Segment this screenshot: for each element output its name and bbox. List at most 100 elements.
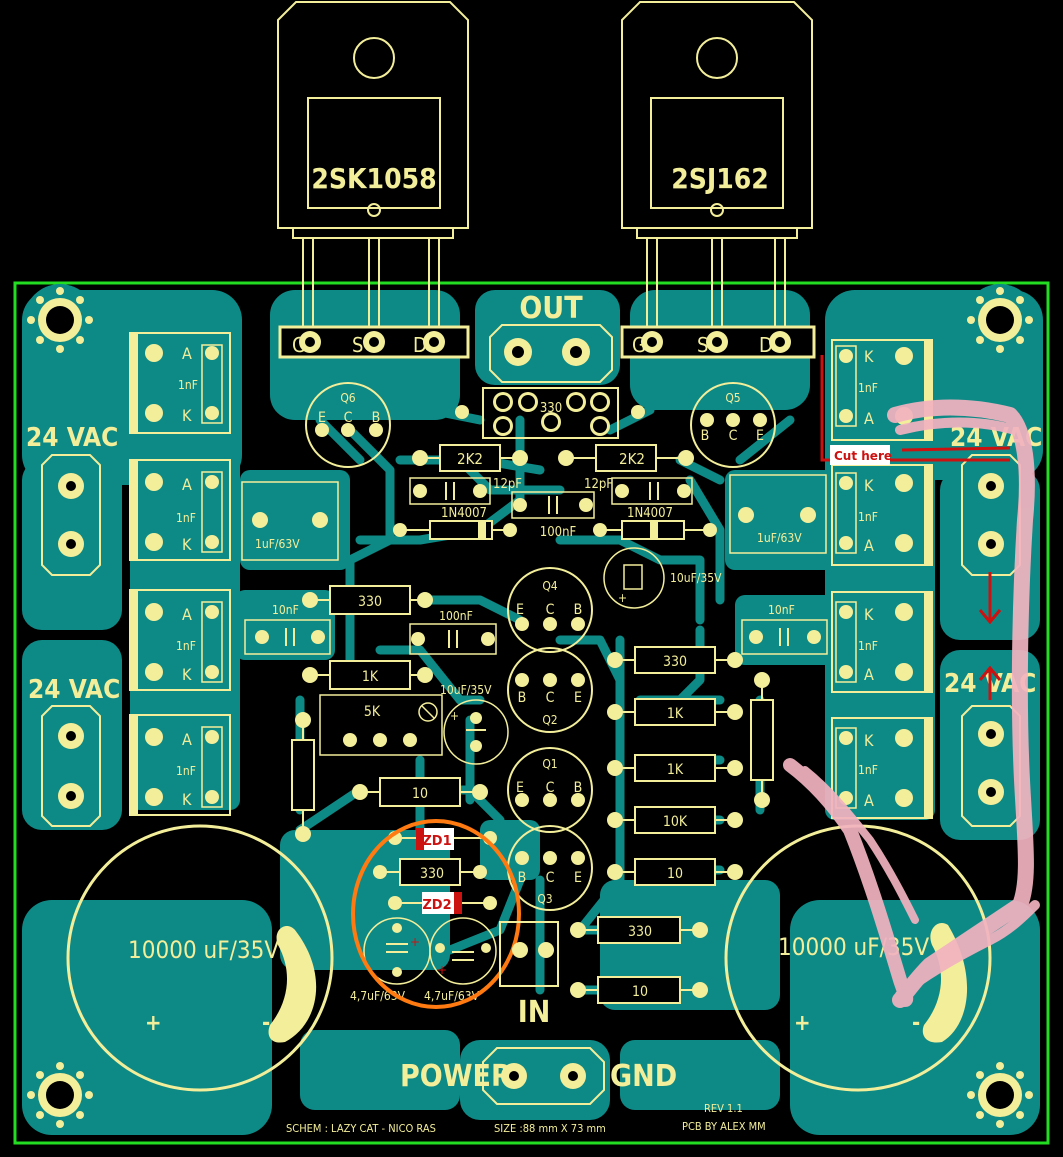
c12pf-label: 12pF xyxy=(584,477,613,492)
transistor-q4: Q4 E C B xyxy=(507,567,593,653)
mosfet-left-pins: G S D xyxy=(278,325,470,359)
pin-label: E xyxy=(574,690,582,706)
pin-label: C xyxy=(546,690,555,706)
gnd-label: GND xyxy=(610,1059,677,1094)
mosfet-left-label: 2SK1058 xyxy=(311,162,436,195)
q2-label: Q2 xyxy=(542,713,557,727)
cap-1nf-label: 1nF xyxy=(178,378,198,392)
cathode-label: K xyxy=(864,731,874,750)
pin-label: B xyxy=(574,780,583,796)
resistor-10-r: 10 xyxy=(607,858,743,886)
board-size: SIZE :88 mm X 73 mm xyxy=(494,1122,606,1135)
cap-1nf-label: 1nF xyxy=(176,639,196,653)
pin-label: C xyxy=(546,870,555,886)
r330-top-label: 330 xyxy=(540,401,562,416)
pin-label: E xyxy=(574,870,582,886)
cap-1uf-left: 1uF/63V xyxy=(241,481,339,561)
cap-100nf-mid: 100nF xyxy=(511,491,595,540)
q6-label: Q6 xyxy=(340,391,355,405)
anode-label: A xyxy=(864,409,874,428)
r1k-label: 1K xyxy=(667,706,684,722)
zd2-label: ZD2 xyxy=(422,898,451,913)
q3-label: Q3 xyxy=(537,892,552,906)
pcb-credit: PCB BY ALEX MM xyxy=(682,1120,766,1133)
transistor-q5: Q5 B C E xyxy=(690,382,776,468)
pin-label: B xyxy=(518,870,527,886)
c1uf-label: 1uF/63V xyxy=(255,537,300,551)
bigcap-label: 10000 uF/35V xyxy=(128,936,279,964)
pin-label: C xyxy=(729,428,738,444)
resistor-330-left: 330 xyxy=(302,585,433,615)
diode-snubber-right: K A 1nF K A 1nF K A 1nF xyxy=(831,339,933,819)
d1n4007-label: 1N4007 xyxy=(627,506,673,521)
cut-here-label: Cut here xyxy=(834,449,892,463)
cap-100nf-left: 100nF xyxy=(409,609,497,655)
mosfet-2sk1058: 2SK1058 xyxy=(277,1,469,337)
diode-snubber-left: A K 1nF A K 1nF A K 1nF xyxy=(129,332,231,816)
q1-label: Q1 xyxy=(542,757,557,771)
c100nf-label: 100nF xyxy=(439,609,473,623)
pin-g-label: G xyxy=(292,333,306,357)
cathode-label: K xyxy=(864,347,874,366)
cathode-label: K xyxy=(182,665,192,684)
svg-text:+: + xyxy=(618,591,627,605)
anode-label: A xyxy=(182,605,192,624)
svg-text:+: + xyxy=(410,935,420,949)
resistor-2k2-right: 2K2 xyxy=(558,444,694,472)
cap-1nf-label: 1nF xyxy=(858,381,878,395)
r10k-label: 10K xyxy=(663,814,688,830)
resistor-10-left: 10 xyxy=(352,777,488,807)
pin-s-label: S xyxy=(352,333,363,357)
pin-label: E xyxy=(516,602,524,618)
c100nf-label: 100nF xyxy=(540,525,577,540)
bigcap-label: 10000 uF/35V xyxy=(778,933,929,961)
pin-d-label: D xyxy=(759,333,773,357)
r10-label: 10 xyxy=(632,984,648,1000)
mosfet-right-pins: G S D xyxy=(620,325,816,359)
pin-label: C xyxy=(546,780,555,796)
cap-1uf-right: 1uF/63V xyxy=(729,474,827,554)
resistor-1k-left: 1K xyxy=(302,660,433,690)
c10uf-label: 10uF/35V xyxy=(670,571,722,585)
r2k2-label: 2K2 xyxy=(619,450,645,468)
pin-label: C xyxy=(546,602,555,618)
vac-connector-left-bottom: 24 VAC xyxy=(28,675,120,827)
minus-label: - xyxy=(912,1011,920,1036)
resistor-vertical-left xyxy=(291,712,315,842)
cap-1nf-label: 1nF xyxy=(858,639,878,653)
revision: REV 1.1 xyxy=(704,1102,743,1115)
resistor-330-bottom: 330 xyxy=(570,916,708,944)
r10-label: 10 xyxy=(667,866,683,882)
r330-label: 330 xyxy=(663,654,687,670)
board-outline xyxy=(13,281,1050,1145)
zd1-label: ZD1 xyxy=(422,834,451,849)
trimmer-label: 5K xyxy=(364,704,381,720)
pin-label: E xyxy=(318,410,326,426)
pink-marker-scribble xyxy=(783,399,1040,1008)
anode-label: A xyxy=(864,791,874,810)
schem-credit: SCHEM : LAZY CAT - NICO RAS xyxy=(286,1122,436,1135)
resistor-10k: 10K xyxy=(607,806,743,834)
r330-label: 330 xyxy=(628,924,652,940)
pin-g-label: G xyxy=(632,333,646,357)
cap-1nf-label: 1nF xyxy=(176,511,196,525)
in-connector: IN xyxy=(499,921,559,1030)
svg-text:+: + xyxy=(437,963,447,977)
cap-10nf-right: 10nF xyxy=(741,603,828,655)
mosfet-right-label: 2SJ162 xyxy=(671,162,769,195)
vac-label: 24 VAC xyxy=(26,423,118,453)
cap-1nf-label: 1nF xyxy=(858,510,878,524)
trimmer-5k: 5K xyxy=(319,694,443,756)
diode-1n4007-left: 1N4007 xyxy=(393,506,517,540)
c10nf-label: 10nF xyxy=(768,603,795,617)
diode-1n4007-right: 1N4007 xyxy=(593,506,717,540)
pin-label: E xyxy=(516,780,524,796)
r330-label: 330 xyxy=(420,866,444,882)
c10uf-label: 10uF/35V xyxy=(440,683,492,697)
resistor-10-bottom: 10 xyxy=(570,976,708,1004)
bigcap-left: 10000 uF/35V + - xyxy=(66,824,334,1092)
cathode-label: K xyxy=(864,476,874,495)
transistor-q2: Q2 B C E xyxy=(507,647,593,733)
cathode-label: K xyxy=(182,790,192,809)
